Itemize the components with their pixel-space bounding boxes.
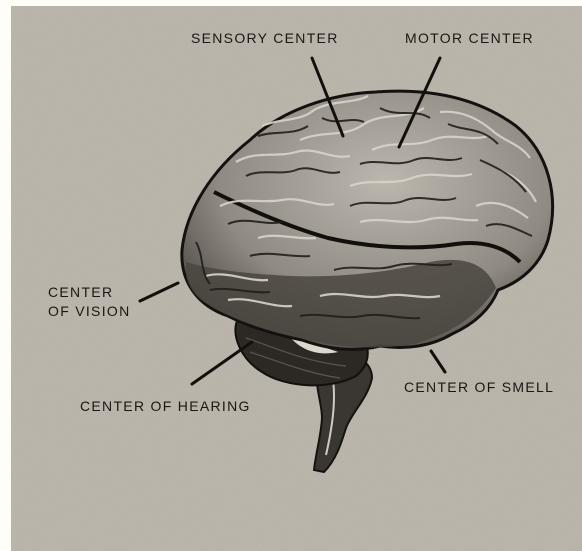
label-center-of-vision: CENTER OF VISION [48,283,131,321]
label-center-of-smell: CENTER OF SMELL [404,378,554,397]
label-vision-line1: CENTER [48,283,131,302]
label-motor-center: MOTOR CENTER [405,29,534,48]
label-center-of-hearing: CENTER OF HEARING [80,397,251,416]
label-vision-line2: OF VISION [48,302,131,321]
label-sensory-center: SENSORY CENTER [191,29,339,48]
